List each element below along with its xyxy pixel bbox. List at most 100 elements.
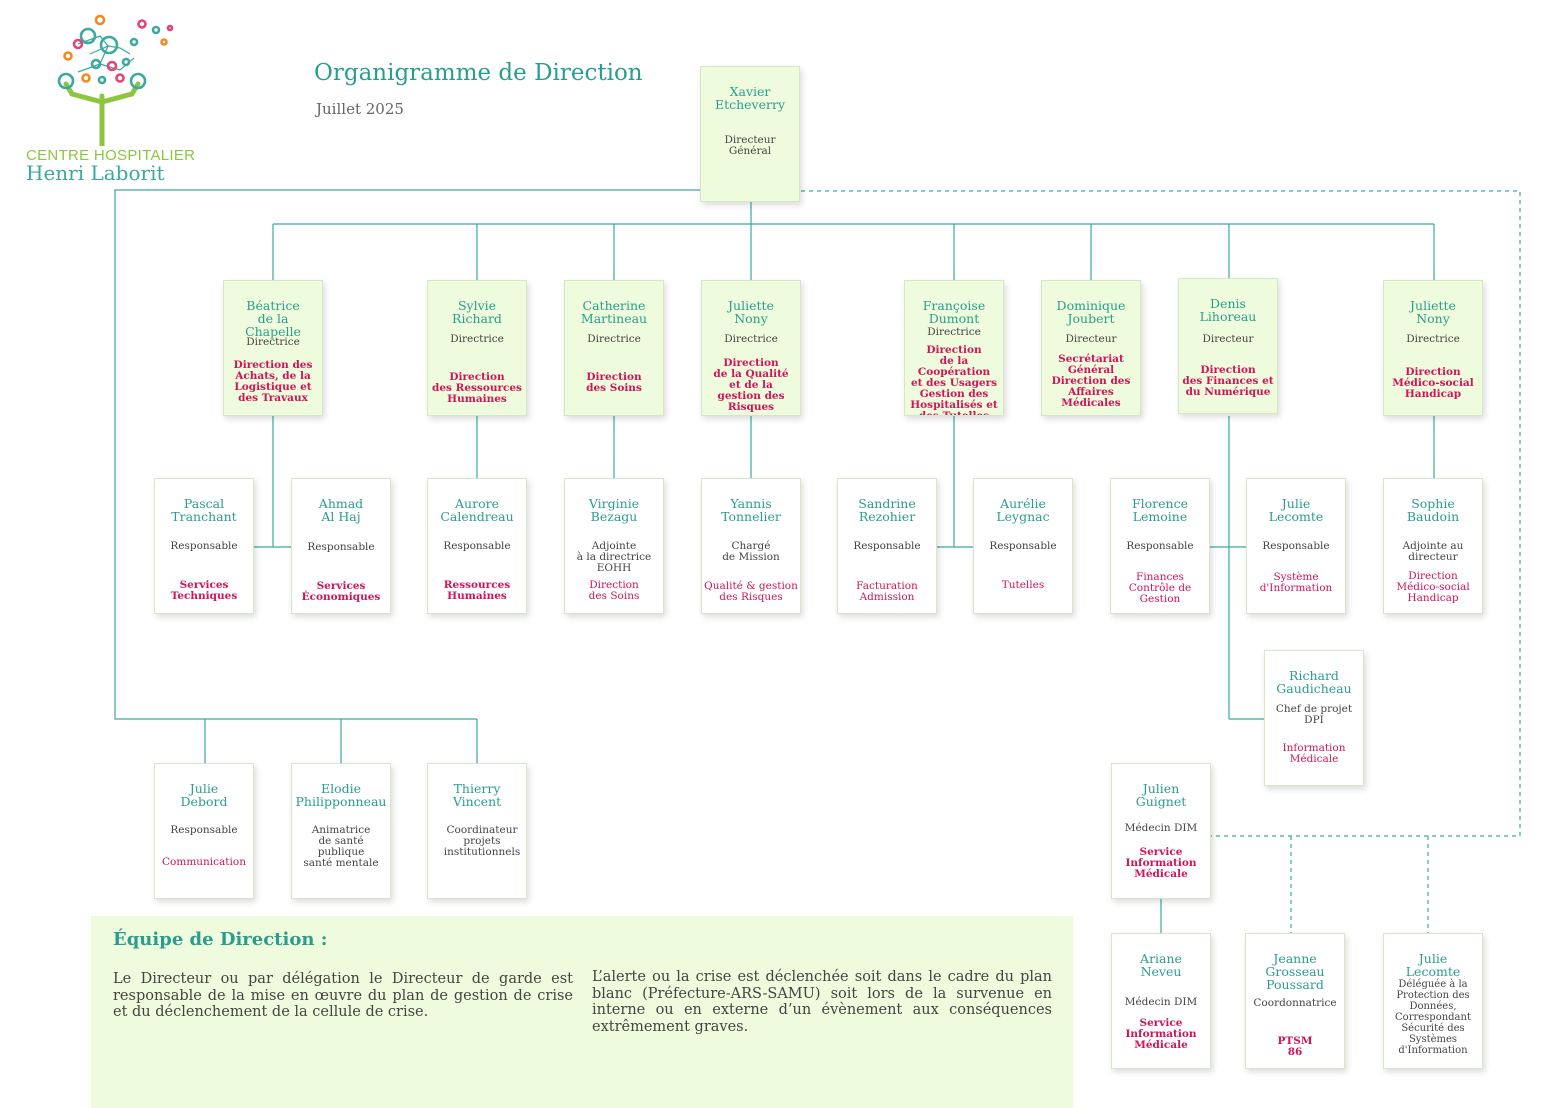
node-lihoreau: Denis Lihoreau Directeur Direction des F… <box>1178 278 1278 414</box>
node-name: Juliette Nony <box>1410 298 1456 326</box>
node-role: Directrice <box>587 333 641 345</box>
node-role: Adjointe au directeur <box>1402 540 1464 563</box>
node-martineau: Catherine Martineau Directrice Direction… <box>564 280 664 416</box>
node-name: Julie Debord <box>180 781 228 809</box>
node-role: Responsable <box>170 540 238 552</box>
node-dept: Direction des Soins <box>588 579 640 602</box>
tree-logo-icon <box>57 14 174 146</box>
node-nony1: Juliette Nony Directrice Direction de la… <box>701 280 801 416</box>
node-dept: Finances Contrôle de Gestion <box>1128 571 1192 605</box>
node-bezagu: Virginie Bezagu Adjointe à la directrice… <box>564 478 664 614</box>
node-role: Responsable <box>170 824 238 836</box>
node-dept: Facturation Admission <box>856 580 918 603</box>
node-dept: Service Information Médicale <box>1125 846 1197 880</box>
node-name: Ahmad Al Haj <box>318 496 364 524</box>
node-name: Florence Lemoine <box>1131 496 1189 524</box>
node-dept: Ressources Humaines <box>443 579 511 602</box>
node-philipponneau: Elodie Philipponneau Animatrice de santé… <box>291 763 391 899</box>
node-gaudicheau: Richard Gaudicheau Chef de projet DPI In… <box>1264 650 1364 786</box>
node-name: Béatrice de la Chapelle <box>245 298 301 339</box>
node-dumont: Françoise Dumont Directrice Direction de… <box>904 280 1004 416</box>
node-joubert: Dominique Joubert Directeur Secrétariat … <box>1041 280 1141 416</box>
node-role: Responsable <box>1126 540 1194 552</box>
node-etcheverry: Xavier Etcheverry Directeur Général <box>700 66 800 202</box>
node-name: Catherine Martineau <box>580 298 648 326</box>
node-dept: Direction des Soins <box>586 371 642 394</box>
node-name: Juliette Nony <box>728 298 774 326</box>
node-vincent: Thierry Vincent Coordinateur projets ins… <box>427 763 527 899</box>
node-name: Thierry Vincent <box>452 781 502 809</box>
panel-text-left: Le Directeur ou par délégation le Direct… <box>113 971 573 1020</box>
node-role: Directrice <box>724 333 778 345</box>
node-dept: Direction des Ressources Humaines <box>432 371 522 405</box>
node-name: Julie Lecomte <box>1268 496 1324 524</box>
node-dept: Direction des Achats, de la Logistique e… <box>233 359 313 404</box>
connector-chapelle-team <box>254 416 291 548</box>
node-name: Virginie Bezagu <box>588 496 640 524</box>
connector-lihoreau-team <box>1210 416 1264 720</box>
node-leygnac: Aurélie Leygnac Responsable Tutelles <box>973 478 1073 614</box>
node-name: Denis Lihoreau <box>1199 296 1257 324</box>
node-dept: Direction Médico-social Handicap <box>1392 366 1474 400</box>
node-dept: Services Techniques <box>170 579 238 602</box>
connector-ceo-left-loop <box>114 189 700 720</box>
node-role: Déléguée à la Protection des Données, Co… <box>1395 979 1471 1056</box>
node-richard: Sylvie Richard Directrice Direction des … <box>427 280 527 416</box>
node-dept: Communication <box>162 856 246 868</box>
node-name: Sylvie Richard <box>452 298 502 326</box>
node-name: Julie Lecomte <box>1405 951 1461 979</box>
node-name: Yannis Tonnelier <box>721 496 781 524</box>
node-lemoine: Florence Lemoine Responsable Finances Co… <box>1110 478 1210 614</box>
node-name: Pascal Tranchant <box>171 496 237 524</box>
node-debord: Julie Debord Responsable Communication <box>154 763 254 899</box>
connector-dumont-team <box>936 416 973 548</box>
node-name: Xavier Etcheverry <box>714 84 786 112</box>
node-role: Responsable <box>989 540 1057 552</box>
node-role: Directrice <box>246 336 300 348</box>
node-name: Aurélie Leygnac <box>996 496 1050 524</box>
node-baudoin: Sophie Baudoin Adjointe au directeur Dir… <box>1383 478 1483 614</box>
node-alhaj: Ahmad Al Haj Responsable Services Économ… <box>291 478 391 614</box>
node-dept: Direction Médico-social Handicap <box>1396 570 1470 604</box>
node-role: Directeur <box>1065 333 1117 345</box>
panel-text-right: L’alerte ou la crise est déclenchée soit… <box>592 969 1052 1035</box>
node-name: Aurore Calendreau <box>440 496 514 524</box>
node-role: Responsable <box>307 541 375 553</box>
logo-line-2: Henri Laborit <box>26 161 165 185</box>
connector-ceo-dashed <box>801 190 1521 837</box>
page-title: Organigramme de Direction <box>314 60 643 86</box>
node-role: Adjointe à la directrice EOHH <box>576 540 652 574</box>
connector-ceo-bus <box>273 202 1434 225</box>
node-dept: Système d'Information <box>1259 571 1333 594</box>
node-tonnelier: Yannis Tonnelier Chargé de Mission Quali… <box>701 478 801 614</box>
logo-line-1: CENTRE HOSPITALIER <box>26 147 196 164</box>
node-dept: Secrétariat Général Direction des Affair… <box>1051 353 1131 409</box>
node-name: Dominique Joubert <box>1056 298 1126 326</box>
node-lecomte2: Julie Lecomte Déléguée à la Protection d… <box>1383 933 1483 1069</box>
node-name: Sandrine Rezohier <box>858 496 916 524</box>
node-role: Directeur Général <box>724 134 776 157</box>
hospital-logo: CENTRE HOSPITALIER Henri Laborit <box>26 14 195 185</box>
node-chapelle: Béatrice de la Chapelle Directrice Direc… <box>223 280 323 416</box>
node-poussard: Jeanne Grosseau Poussard Coordonnatrice … <box>1245 933 1345 1069</box>
node-name: Julien Guignet <box>1135 781 1187 809</box>
node-role: Coordinateur projets institutionnels <box>443 824 521 858</box>
node-role: Médecin DIM <box>1124 822 1198 834</box>
node-dept: Qualité & gestion des Risques <box>704 580 798 603</box>
node-name: Ariane Neveu <box>1140 951 1182 979</box>
node-name: Françoise Dumont <box>922 298 986 326</box>
node-neveu: Ariane Neveu Médecin DIM Service Informa… <box>1111 933 1211 1069</box>
node-role: Responsable <box>443 540 511 552</box>
node-role: Directrice <box>927 326 981 338</box>
node-name: Jeanne Grosseau Poussard <box>1265 951 1325 992</box>
node-dept: PTSM 86 <box>1277 1035 1313 1058</box>
node-dept: Direction des Finances et du Numérique <box>1182 364 1274 398</box>
node-role: Animatrice de santé publique santé menta… <box>303 824 379 869</box>
node-tranchant: Pascal Tranchant Responsable Services Te… <box>154 478 254 614</box>
node-dept: Service Information Médicale <box>1125 1017 1197 1051</box>
node-dept: Information Médicale <box>1282 742 1346 765</box>
node-role: Responsable <box>1262 540 1330 552</box>
node-name: Richard Gaudicheau <box>1276 668 1352 696</box>
node-dept: Direction de la Coopération et des Usage… <box>910 344 998 416</box>
